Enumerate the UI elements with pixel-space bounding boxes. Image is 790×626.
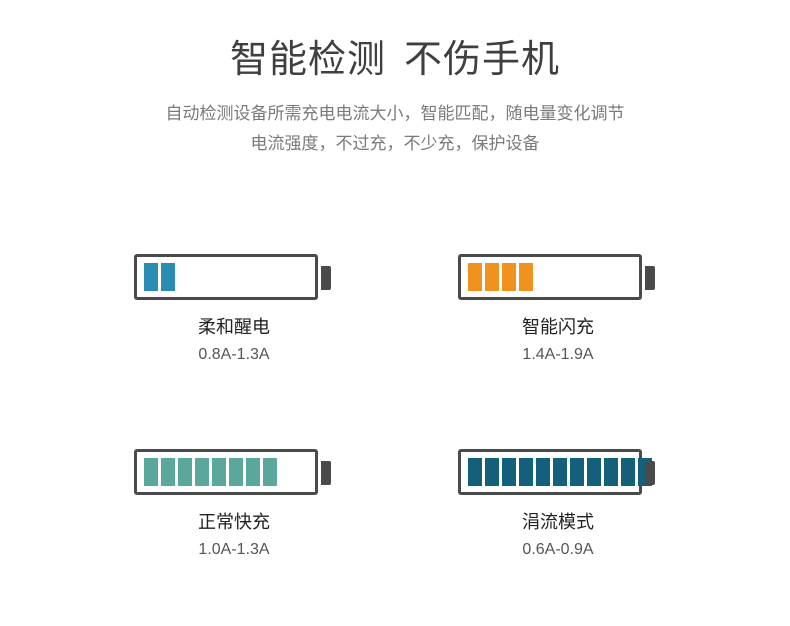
battery-bar <box>502 458 516 486</box>
mode-card-normal-fast: 正常快充 1.0A-1.3A <box>134 449 334 579</box>
mode-card-gentle: 柔和醒电 0.8A-1.3A <box>134 254 334 384</box>
battery-bar <box>485 458 499 486</box>
battery-bar <box>570 458 584 486</box>
battery-bar <box>468 458 482 486</box>
battery-bar <box>229 458 243 486</box>
battery-bar <box>144 458 158 486</box>
battery-icon <box>134 254 318 300</box>
battery-bar <box>519 458 533 486</box>
mode-card-smart-flash: 智能闪充 1.4A-1.9A <box>458 254 658 384</box>
battery-bar <box>468 263 482 291</box>
battery-bar <box>161 458 175 486</box>
battery-cap <box>645 461 655 485</box>
title-part-1: 智能检测 <box>229 37 386 81</box>
battery-bar <box>587 458 601 486</box>
battery-level-bars <box>468 458 652 486</box>
battery-icon <box>458 254 642 300</box>
mode-current-range: 0.8A-1.3A <box>198 346 270 363</box>
battery-bar <box>502 263 516 291</box>
battery-icon <box>134 449 318 495</box>
mode-card-trickle: 涓流模式 0.6A-0.9A <box>458 449 658 579</box>
battery-bar <box>195 458 209 486</box>
battery-level-bars <box>468 263 533 291</box>
battery-bar <box>485 263 499 291</box>
title-part-2: 不伤手机 <box>404 37 561 81</box>
battery-level-bars <box>144 458 277 486</box>
page-title: 智能检测不伤手机 <box>0 34 790 84</box>
battery-bar <box>212 458 226 486</box>
battery-bar <box>178 458 192 486</box>
mode-current-range: 1.0A-1.3A <box>198 541 270 558</box>
mode-name: 正常快充 <box>198 512 270 533</box>
mode-current-range: 0.6A-0.9A <box>522 541 594 558</box>
mode-current-range: 1.4A-1.9A <box>522 346 594 363</box>
battery-bar <box>621 458 635 486</box>
battery-bar <box>144 263 158 291</box>
battery-bar <box>246 458 260 486</box>
battery-bar <box>604 458 618 486</box>
subtitle-line-1: 自动检测设备所需充电电流大小，智能匹配，随电量变化调节 <box>165 104 625 124</box>
subtitle-line-2: 电流强度，不过充，不少充，保护设备 <box>250 134 540 154</box>
mode-name: 涓流模式 <box>522 512 594 533</box>
mode-name: 智能闪充 <box>522 317 594 338</box>
battery-bar <box>263 458 277 486</box>
battery-cap <box>321 461 331 485</box>
battery-level-bars <box>144 263 175 291</box>
battery-cap <box>645 266 655 290</box>
battery-bar <box>553 458 567 486</box>
mode-name: 柔和醒电 <box>198 317 270 338</box>
battery-bar <box>536 458 550 486</box>
battery-bar <box>519 263 533 291</box>
battery-cap <box>321 266 331 290</box>
battery-bar <box>161 263 175 291</box>
battery-icon <box>458 449 652 495</box>
